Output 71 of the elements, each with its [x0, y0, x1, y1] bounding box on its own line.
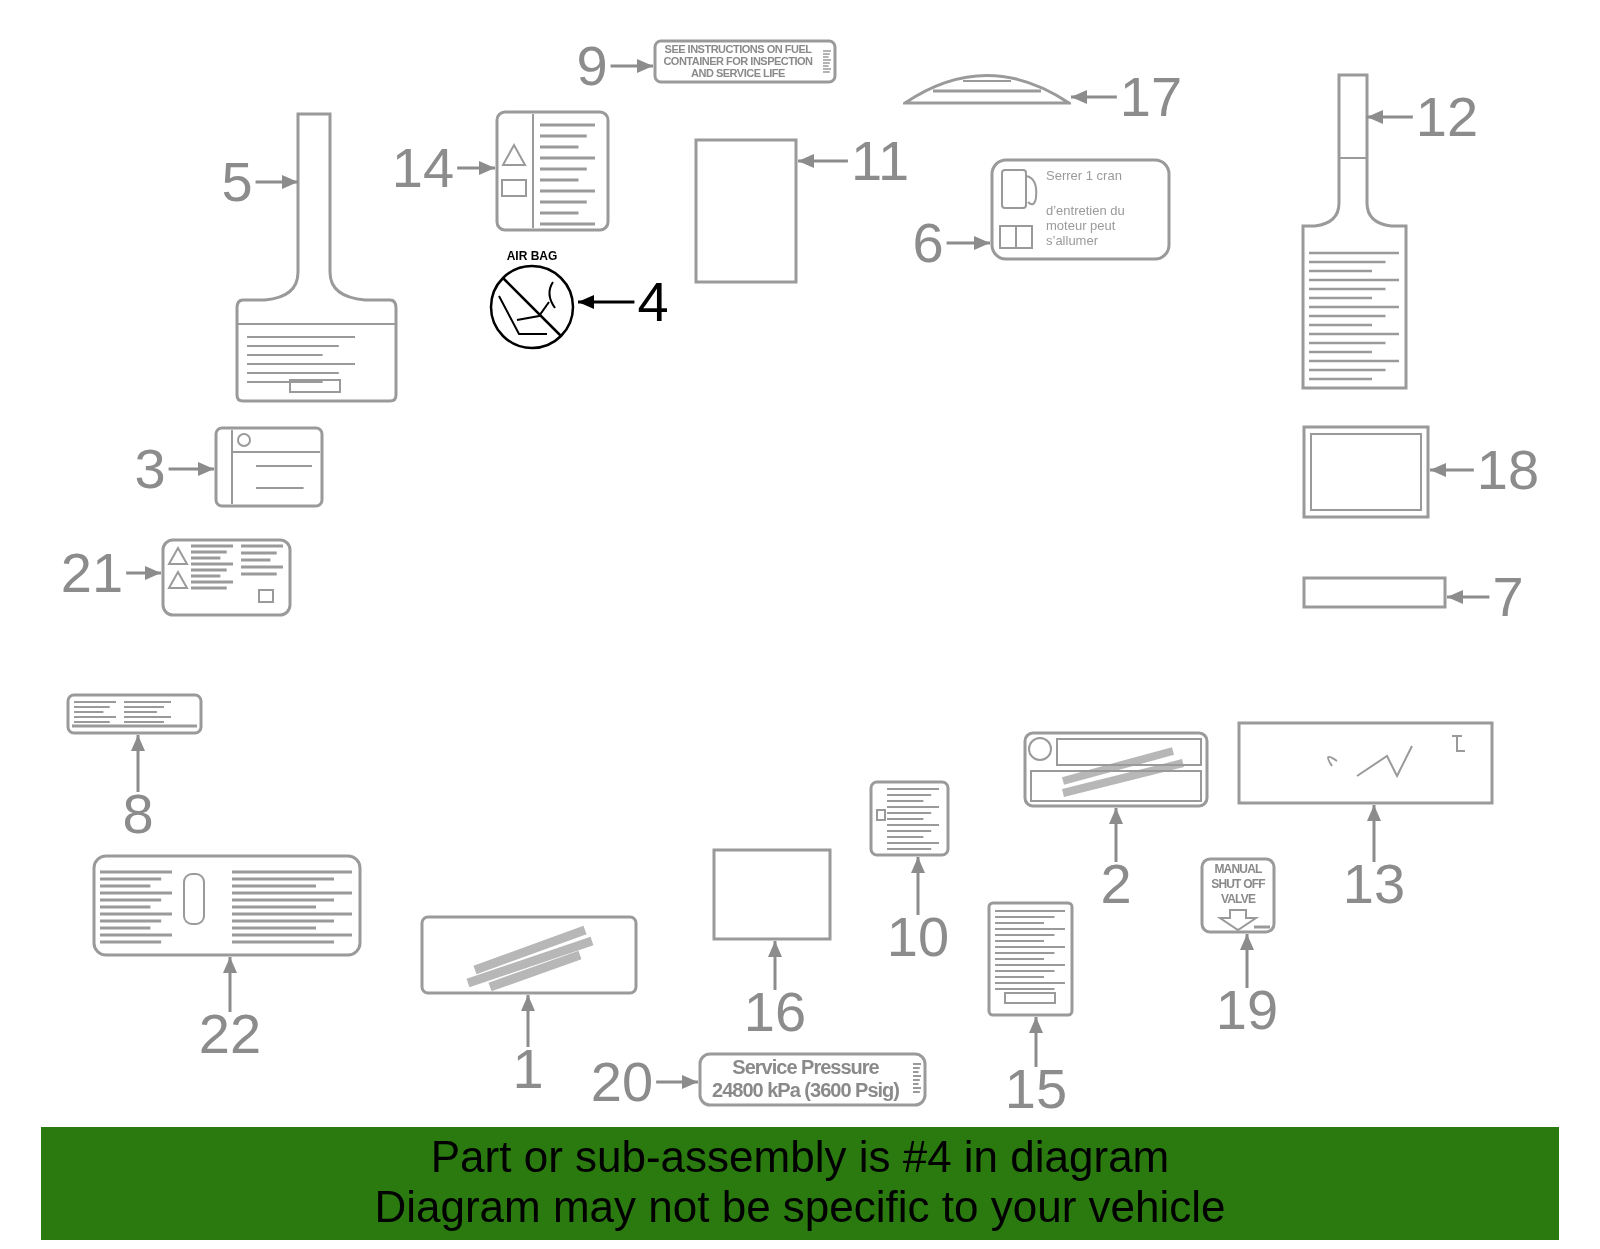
callout-number: 7 [1492, 569, 1524, 625]
warning-label [653, 39, 837, 84]
arrow [168, 462, 214, 476]
arrow [1367, 805, 1381, 862]
callout-number: 3 [134, 441, 166, 497]
arrow [1447, 590, 1490, 604]
info-label-drawing [1237, 721, 1494, 805]
callout-number: 10 [886, 909, 950, 965]
callout-number: 5 [221, 154, 253, 210]
callout-number: 4 [637, 274, 669, 330]
info-label-drawing [869, 780, 950, 857]
arrow [1029, 1017, 1043, 1067]
warning-label-drawing [495, 110, 610, 232]
label-text: SEE INSTRUCTIONS ON FUEL CONTAINER FOR INSPECTION AND SERVICE LIFE [662, 43, 814, 79]
pressure-label [698, 1052, 927, 1107]
label-text: d’entretien du moteur peut s’allumer [1046, 203, 1126, 248]
callout-number: 22 [198, 1006, 262, 1062]
info-label-drawing [420, 915, 638, 995]
arrow [798, 154, 848, 168]
hang-tag-drawing [1301, 73, 1408, 390]
callout-number: 16 [743, 984, 807, 1040]
label-text: AIR BAG [505, 250, 559, 263]
arrow [521, 995, 535, 1047]
blank-label [712, 848, 832, 941]
callout-number: 17 [1119, 69, 1183, 125]
warning-label-drawing [161, 538, 292, 617]
callout-number: 2 [1100, 856, 1132, 912]
notice-text: Part or sub-assembly is #4 in diagram [430, 1135, 1170, 1179]
callout-number: 12 [1415, 89, 1479, 145]
arrow [610, 59, 653, 73]
arrow [126, 566, 161, 580]
arrow [223, 957, 237, 1012]
blank-label [1302, 425, 1430, 519]
valve-label [1200, 857, 1276, 934]
arrow [946, 236, 990, 250]
arrow [768, 941, 782, 990]
arrow [131, 735, 145, 792]
arrow [457, 161, 495, 175]
arrow [1367, 110, 1413, 124]
callout-number: 9 [576, 38, 608, 94]
arrow [1240, 934, 1254, 988]
strip-label-drawing [66, 693, 203, 735]
callout-number: 8 [122, 786, 154, 842]
arrow [1109, 808, 1123, 862]
arrow [1430, 463, 1474, 477]
blank-label [694, 138, 798, 284]
callout-number: 1 [512, 1041, 544, 1097]
callout-number: 19 [1215, 982, 1279, 1038]
arrow [578, 295, 635, 309]
arrow [656, 1075, 698, 1089]
callout-number: 13 [1342, 856, 1406, 912]
callout-number: 18 [1476, 442, 1540, 498]
callout-number: 11 [850, 133, 910, 189]
info-label-drawing [1023, 731, 1209, 808]
fuel-label [990, 158, 1171, 261]
callout-number: 15 [1004, 1061, 1068, 1117]
info-label-drawing [92, 854, 362, 957]
info-label-drawing [987, 901, 1074, 1017]
arrow [255, 175, 298, 189]
label-text: MANUAL SHUT OFF VALVE [1210, 862, 1266, 907]
warning-label-drawing [214, 426, 324, 508]
arrow [1071, 90, 1117, 104]
callout-number: 20 [590, 1054, 654, 1110]
callout-number: 21 [60, 545, 124, 601]
blank-label [1302, 576, 1447, 609]
arrow [911, 857, 925, 915]
callout-number: 6 [912, 215, 944, 271]
callout-number: 14 [391, 140, 455, 196]
label-text: Service Pressure 24800 kPa (3600 Psig) [711, 1056, 900, 1102]
label-text: Serrer 1 cran [1046, 168, 1123, 183]
notice-text: Diagram may not be specific to your vehicle [374, 1185, 1226, 1229]
